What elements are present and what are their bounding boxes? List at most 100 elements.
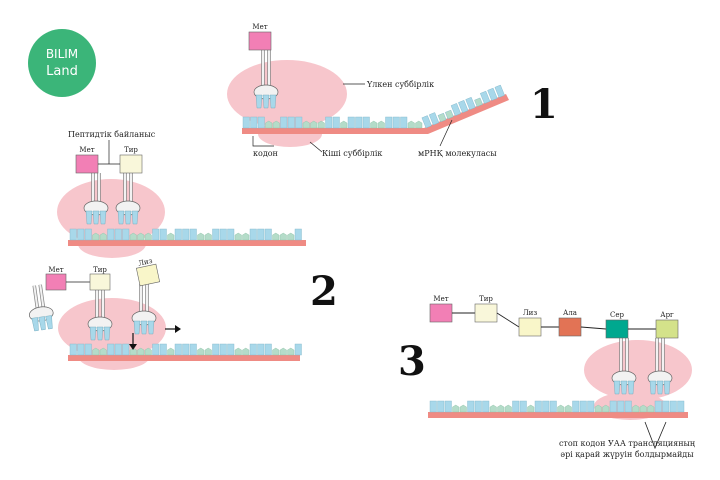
mrna-label: мРНҚ молекуласы bbox=[418, 149, 497, 158]
codon-base bbox=[144, 232, 152, 241]
codon-base bbox=[639, 404, 647, 413]
codon-base bbox=[549, 400, 557, 413]
codon-base bbox=[542, 400, 550, 413]
large-subunit-label: Үлкен суббірлік bbox=[366, 80, 434, 89]
codon-base bbox=[84, 228, 92, 241]
amino-label-met-2a: Мет bbox=[79, 146, 94, 154]
codon-base bbox=[415, 120, 423, 129]
codon-base bbox=[295, 116, 303, 129]
mrna-strand-2a bbox=[68, 240, 306, 246]
codon-base bbox=[272, 232, 280, 241]
codon-base bbox=[294, 343, 302, 356]
codon-base bbox=[249, 228, 257, 241]
panel-2a-peptide-bond: Пептидтік байланыс Мет Тир bbox=[57, 130, 306, 258]
trna-stem-fill bbox=[33, 285, 39, 309]
codon-base bbox=[452, 404, 460, 413]
amino-label-tyr-2a: Тир bbox=[124, 146, 138, 154]
trna-met bbox=[253, 50, 279, 109]
mrna-strand-3 bbox=[428, 412, 688, 418]
codon-base bbox=[114, 343, 122, 356]
codon-base bbox=[377, 120, 385, 129]
mrna-pointer bbox=[439, 119, 453, 147]
amino-label-met-2b: Мет bbox=[48, 266, 63, 274]
codon-base bbox=[152, 343, 160, 356]
trna-lys-2b bbox=[131, 284, 157, 335]
codon-base bbox=[212, 343, 220, 356]
amino-acid-lys-2b bbox=[135, 263, 161, 287]
amino-acid-tyr-2a bbox=[119, 154, 143, 174]
codon-base bbox=[257, 343, 265, 356]
codon-base bbox=[497, 404, 505, 413]
amino-acid-2 bbox=[474, 303, 498, 323]
codon-base bbox=[204, 347, 212, 356]
codon-base bbox=[167, 232, 175, 241]
anticodon bbox=[656, 380, 664, 395]
codon-base bbox=[445, 109, 454, 120]
codon-base bbox=[250, 116, 258, 129]
small-subunit-pointer bbox=[309, 141, 323, 153]
amino-acid-1 bbox=[429, 303, 453, 323]
codon-base bbox=[494, 84, 505, 98]
amino-label-5: Сер bbox=[610, 311, 624, 319]
step-number-1: 1 bbox=[530, 81, 558, 128]
codon-base bbox=[677, 400, 685, 413]
amino-label-2: Тир bbox=[479, 295, 493, 303]
codon-base bbox=[122, 343, 130, 356]
anticodon bbox=[649, 380, 657, 395]
anticodon bbox=[133, 320, 141, 335]
codon-base bbox=[450, 103, 462, 117]
step-number-2: 2 bbox=[310, 268, 338, 315]
mrna-codons-flat bbox=[242, 116, 423, 129]
codon-base bbox=[287, 116, 295, 129]
codon-base bbox=[279, 232, 287, 241]
codon-base bbox=[249, 343, 257, 356]
codon-base bbox=[534, 400, 542, 413]
down-arrow-icon bbox=[129, 344, 137, 350]
codon-base bbox=[609, 400, 617, 413]
logo-line1: BILIM bbox=[46, 47, 78, 61]
codon-base bbox=[204, 232, 212, 241]
codon-base bbox=[152, 228, 160, 241]
codon-base bbox=[92, 347, 100, 356]
anticodon bbox=[147, 320, 155, 335]
codon-base bbox=[264, 343, 272, 356]
anticodon bbox=[124, 210, 132, 225]
stop-codon-pointer bbox=[644, 421, 667, 450]
codon-base bbox=[458, 100, 469, 114]
anticodon bbox=[620, 380, 628, 395]
ribosome-2a-large bbox=[57, 179, 165, 245]
codon-base bbox=[107, 228, 115, 241]
codon-base bbox=[624, 400, 632, 413]
codon-base bbox=[227, 228, 235, 241]
codon-base bbox=[392, 116, 400, 129]
amino-label-6: Арг bbox=[660, 311, 674, 319]
anticodon bbox=[255, 94, 263, 109]
codon-base bbox=[99, 232, 107, 241]
codon-base bbox=[137, 347, 145, 356]
anticodon bbox=[96, 326, 104, 341]
codon-base bbox=[107, 343, 115, 356]
trna-released bbox=[28, 284, 54, 332]
amino-acid-lys-group: Лиз bbox=[135, 257, 161, 287]
small-subunit-label: Кіші суббірлік bbox=[322, 149, 382, 158]
codon-base bbox=[669, 400, 677, 413]
amino-label-tyr-2b: Тир bbox=[93, 266, 107, 274]
codon-base bbox=[347, 116, 355, 129]
amino-label-1: Мет bbox=[433, 295, 448, 303]
codon-base bbox=[480, 90, 491, 104]
peptide-bond-label: Пептидтік байланыс bbox=[68, 130, 156, 139]
bilimland-logo: BILIM Land bbox=[28, 29, 96, 97]
codon-base bbox=[227, 343, 235, 356]
codon-base bbox=[421, 115, 432, 129]
codon-base bbox=[519, 400, 527, 413]
codon-base bbox=[527, 404, 535, 413]
trna-met-2a bbox=[83, 173, 109, 225]
stop-codon-line1: стоп кодон УАА трансляцияның bbox=[559, 439, 695, 448]
codon-base bbox=[257, 116, 265, 129]
codon-base bbox=[662, 400, 670, 413]
anticodon bbox=[131, 210, 139, 225]
codon-base bbox=[385, 116, 393, 129]
codon-base bbox=[467, 400, 475, 413]
mrna-codons-2a bbox=[69, 228, 302, 241]
